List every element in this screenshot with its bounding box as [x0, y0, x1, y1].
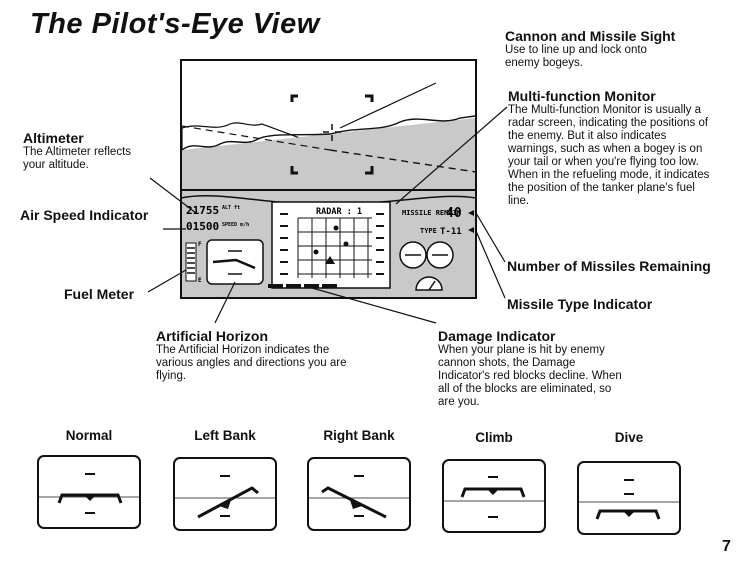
airspeed-callout: Air Speed Indicator	[20, 207, 170, 223]
cannon-callout: Cannon and Missile Sight Use to line up …	[505, 28, 735, 70]
missiles-title: Number of Missiles Remaining	[507, 258, 711, 274]
damage-blocks	[268, 284, 337, 288]
alt-unit: ALT ft	[222, 205, 240, 211]
bank-label-left: Left Bank	[194, 428, 256, 443]
dashed-line	[329, 149, 477, 173]
missile-type-readout: T-11	[440, 227, 462, 237]
bank-label-dive: Dive	[614, 430, 644, 445]
missiles-callout: Number of Missiles Remaining	[507, 258, 747, 274]
bank-diagrams	[37, 455, 681, 535]
fuel-full-letter: F	[198, 241, 202, 248]
altitude-readout: 21755	[186, 204, 219, 217]
player-marker-icon	[325, 256, 335, 264]
missile-type-title: Missile Type Indicator	[507, 296, 653, 312]
altimeter-title: Altimeter	[23, 130, 84, 146]
bank-left	[173, 457, 277, 531]
speed-unit: SPEED m/h	[222, 222, 249, 228]
page-title: The Pilot's-Eye View	[30, 8, 320, 40]
ground	[182, 118, 475, 190]
bank-normal	[37, 455, 141, 529]
radar-grid	[297, 217, 372, 278]
fuel-ticks	[187, 247, 195, 274]
bank-label-right: Right Bank	[323, 428, 395, 443]
altimeter-text: The Altimeter reflects your altitude.	[23, 146, 132, 171]
altimeter-callout: Altimeter The Altimeter reflects your al…	[23, 130, 173, 172]
cannon-title: Cannon and Missile Sight	[505, 28, 676, 44]
speed-readout: 01500	[186, 220, 219, 233]
mfm-title: Multi-function Monitor	[508, 88, 656, 104]
horizon-title: Artificial Horizon	[156, 328, 269, 344]
missile-count: 40	[446, 206, 462, 221]
horizon-text: The Artificial Horizon indicates the var…	[156, 344, 347, 382]
bank-right	[307, 457, 411, 531]
cannon-text: Use to line up and lock onto enemy bogey…	[505, 44, 647, 69]
bank-label-climb: Climb	[475, 430, 513, 445]
bank-dive	[577, 461, 681, 535]
radar-side-ticks	[280, 213, 384, 275]
missile-type-callout: Missile Type Indicator	[507, 296, 707, 312]
horizon-callout: Artificial Horizon The Artificial Horizo…	[156, 328, 356, 383]
page-number: 7	[722, 538, 731, 555]
horizon-ridge	[181, 115, 476, 151]
damage-title: Damage Indicator	[438, 328, 556, 344]
type-label: TYPE	[420, 227, 437, 235]
damage-text: When your plane is hit by enemy cannon s…	[438, 344, 622, 408]
mfm-callout: Multi-function Monitor The Multi-functio…	[508, 88, 718, 208]
crosshair-icon	[323, 124, 341, 141]
mfm-text: The Multi-function Monitor is usually a …	[508, 104, 710, 207]
fuel-meter	[185, 242, 197, 282]
bank-climb	[442, 459, 546, 533]
bank-label-normal: Normal	[65, 428, 113, 443]
fuel-title: Fuel Meter	[64, 286, 135, 302]
sight-brackets	[290, 94, 374, 175]
airspeed-title: Air Speed Indicator	[20, 207, 149, 223]
fuel-empty-letter: E	[198, 277, 202, 284]
fuel-callout: Fuel Meter	[64, 286, 184, 302]
leader-lines	[147, 82, 508, 324]
dashed-line-left	[181, 125, 331, 151]
damage-callout: Damage Indicator When your plane is hit …	[438, 328, 638, 409]
radar-label: RADAR : 1	[316, 207, 362, 217]
artificial-horizon	[206, 239, 264, 285]
missile-remain-label: MISSILE REMAIN	[402, 209, 461, 217]
